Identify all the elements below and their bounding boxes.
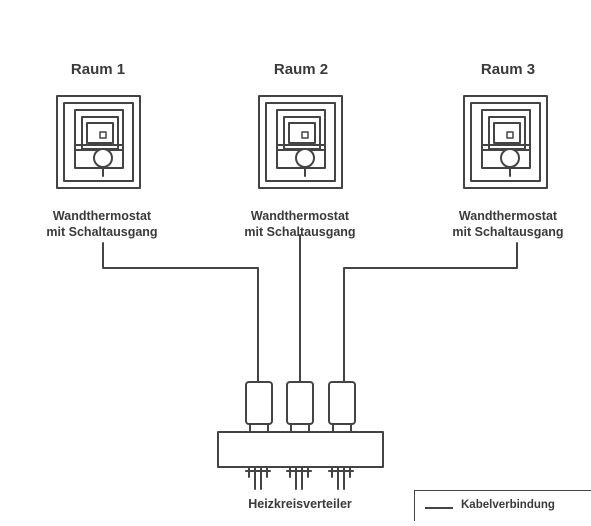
manifold-connector-1 [245, 466, 271, 490]
room-3-device-line1: Wandthermostat [458, 209, 558, 223]
room-3-title: Raum 3 [480, 61, 536, 78]
room-1-device-label: Wandthermostat mit Schaltausgang [22, 208, 182, 240]
manifold-label: Heizkreisverteiler [248, 497, 352, 511]
legend: Kabelverbindung [414, 490, 591, 521]
legend-cable-label: Kabelverbindung [461, 499, 555, 511]
cable-line-legend-icon [425, 507, 453, 509]
room-2-title: Raum 2 [273, 61, 329, 78]
manifold-body [217, 431, 384, 468]
room-3-device-line2: mit Schaltausgang [452, 225, 564, 239]
room-2-device-line1: Wandthermostat [250, 209, 350, 223]
manifold-connector-3 [328, 466, 354, 490]
cable-room-1 [102, 242, 259, 383]
room-1-device-line1: Wandthermostat [52, 209, 152, 223]
room-1-device-line2: mit Schaltausgang [46, 225, 158, 239]
actuator-1 [245, 381, 273, 433]
actuator-2 [286, 381, 314, 433]
actuator-3 [328, 381, 356, 433]
cable-room-3 [343, 242, 518, 383]
room-3-device-label: Wandthermostat mit Schaltausgang [428, 208, 588, 240]
manifold-connector-2 [286, 466, 312, 490]
thermostat-room-2 [258, 95, 343, 189]
thermostat-room-3 [463, 95, 548, 189]
room-2-device-line2: mit Schaltausgang [244, 225, 356, 239]
thermostat-room-1 [56, 95, 141, 189]
room-2-device-label: Wandthermostat mit Schaltausgang [220, 208, 380, 240]
room-1-title: Raum 1 [70, 61, 126, 78]
